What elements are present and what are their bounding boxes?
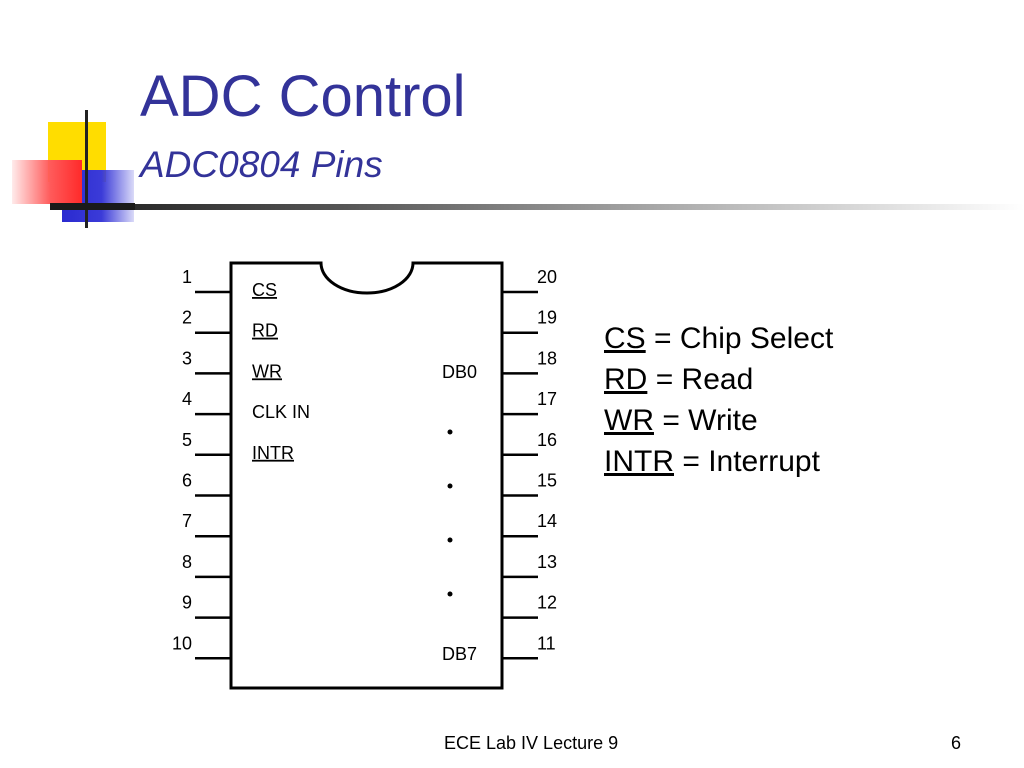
title-underline-rule <box>50 204 1024 210</box>
slide-subtitle: ADC0804 Pins <box>140 144 383 185</box>
pin-number-11: 11 <box>537 633 556 653</box>
pin-number-20: 20 <box>537 267 557 287</box>
slide-title: ADC Control <box>140 64 466 129</box>
pin-number-14: 14 <box>537 511 557 531</box>
pin-number-13: 13 <box>537 552 557 572</box>
pin-number-7: 7 <box>182 511 192 531</box>
signal-label-wr: WR <box>252 361 282 381</box>
chip-body <box>229 261 504 690</box>
legend-abbr: CS <box>604 322 646 355</box>
right-pin-group: 20 19 18 17 16 15 14 13 12 11 <box>502 267 557 660</box>
legend-row-intr: INTR = Interrupt <box>604 441 833 482</box>
pin-number-12: 12 <box>537 593 557 613</box>
pin-number-15: 15 <box>537 471 557 491</box>
pin-number-18: 18 <box>537 348 557 368</box>
signal-label-db7: DB7 <box>442 644 477 664</box>
ellipsis-dot <box>447 429 453 435</box>
pin-number-8: 8 <box>182 552 192 572</box>
legend-row-wr: WR = Write <box>604 400 833 441</box>
legend-row-cs: CS = Chip Select <box>604 318 833 359</box>
pin-number-9: 9 <box>182 593 192 613</box>
pin-number-17: 17 <box>537 389 557 409</box>
signal-label-intr: INTR <box>252 443 294 463</box>
legend-abbr: RD <box>604 363 648 396</box>
data-bus-ellipsis <box>447 429 453 597</box>
page-number: 6 <box>951 733 962 753</box>
ellipsis-dot <box>447 537 453 543</box>
legend-meaning: = Chip Select <box>654 322 834 355</box>
signal-label-db0: DB0 <box>442 362 477 382</box>
ellipsis-dot <box>447 591 453 597</box>
signal-label-cs: CS <box>252 280 277 300</box>
left-signal-group: CS RD WR CLK IN INTR <box>252 280 310 463</box>
legend-meaning: = Interrupt <box>682 445 820 478</box>
signal-label-clk-in: CLK IN <box>252 402 310 422</box>
pin-number-16: 16 <box>537 430 557 450</box>
pin-number-2: 2 <box>182 308 192 328</box>
legend-row-rd: RD = Read <box>604 359 833 400</box>
ellipsis-dot <box>447 483 453 489</box>
pin-number-1: 1 <box>182 267 192 287</box>
decor-vertical-line <box>85 110 88 228</box>
signal-label-rd: RD <box>252 321 278 341</box>
legend-abbr: INTR <box>604 445 674 478</box>
footer-lecture-label: ECE Lab IV Lecture 9 <box>444 733 619 753</box>
pin-number-6: 6 <box>182 471 192 491</box>
pin-number-3: 3 <box>182 348 192 368</box>
pin-number-5: 5 <box>182 430 192 450</box>
pin-number-10: 10 <box>172 633 192 653</box>
decor-red-square <box>12 160 82 204</box>
legend-meaning: = Write <box>662 404 758 437</box>
pin-number-4: 4 <box>182 389 192 409</box>
legend-abbr: WR <box>604 404 654 437</box>
legend-meaning: = Read <box>655 363 754 396</box>
signal-legend: CS = Chip Select RD = Read WR = Write IN… <box>604 318 833 482</box>
pin-number-19: 19 <box>537 308 557 328</box>
left-pin-group: 1 2 3 4 5 6 7 8 9 10 <box>172 267 231 660</box>
decor-horizontal-line <box>50 203 135 210</box>
